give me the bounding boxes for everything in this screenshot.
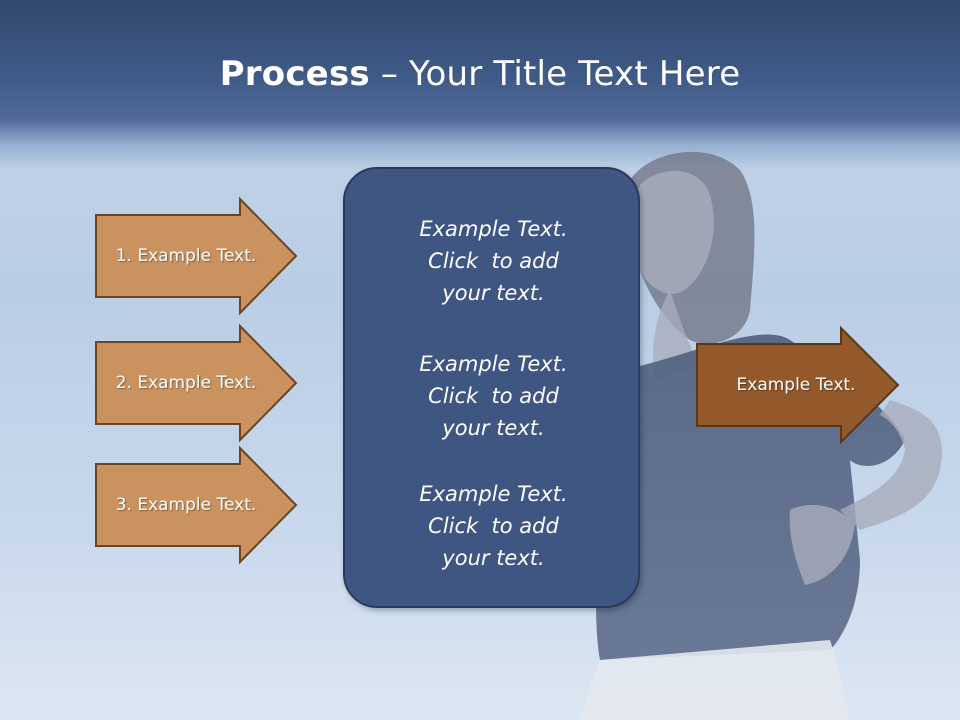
title-rest: – Your Title Text Here [369, 54, 741, 94]
arrow-right-icon [95, 196, 298, 316]
center-block-1-line-3: your text. [442, 281, 545, 305]
step-2-label: 2. Example Text. [115, 373, 257, 393]
arrow-right-icon [696, 325, 900, 445]
step-3-label: 3. Example Text. [115, 495, 257, 515]
center-block-2-line-1: Example Text. [419, 352, 568, 376]
center-process-box[interactable]: Example Text. Click to add your text. Ex… [343, 167, 640, 608]
output-label: Example Text. [736, 375, 856, 395]
center-block-3-line-2: Click to add [428, 514, 559, 538]
step-1-label: 1. Example Text. [115, 246, 257, 266]
center-block-3-line-3: your text. [442, 546, 545, 570]
center-block-3: Example Text. Click to add your text. [345, 478, 642, 574]
step-3-arrow[interactable]: 3. Example Text. [95, 445, 298, 565]
output-arrow[interactable]: Example Text. [696, 325, 900, 445]
center-block-2-line-2: Click to add [428, 384, 559, 408]
arrow-right-icon [95, 323, 298, 443]
center-block-1-line-2: Click to add [428, 249, 559, 273]
center-block-2: Example Text. Click to add your text. [345, 348, 642, 444]
slide-title[interactable]: Process – Your Title Text Here [0, 52, 960, 96]
center-block-1: Example Text. Click to add your text. [345, 213, 642, 309]
title-bold: Process [219, 54, 370, 94]
step-2-arrow[interactable]: 2. Example Text. [95, 323, 298, 443]
title-band [0, 0, 960, 170]
center-block-1-line-1: Example Text. [419, 217, 568, 241]
step-1-arrow[interactable]: 1. Example Text. [95, 196, 298, 316]
center-block-3-line-1: Example Text. [419, 482, 568, 506]
arrow-right-icon [95, 445, 298, 565]
center-block-2-line-3: your text. [442, 416, 545, 440]
